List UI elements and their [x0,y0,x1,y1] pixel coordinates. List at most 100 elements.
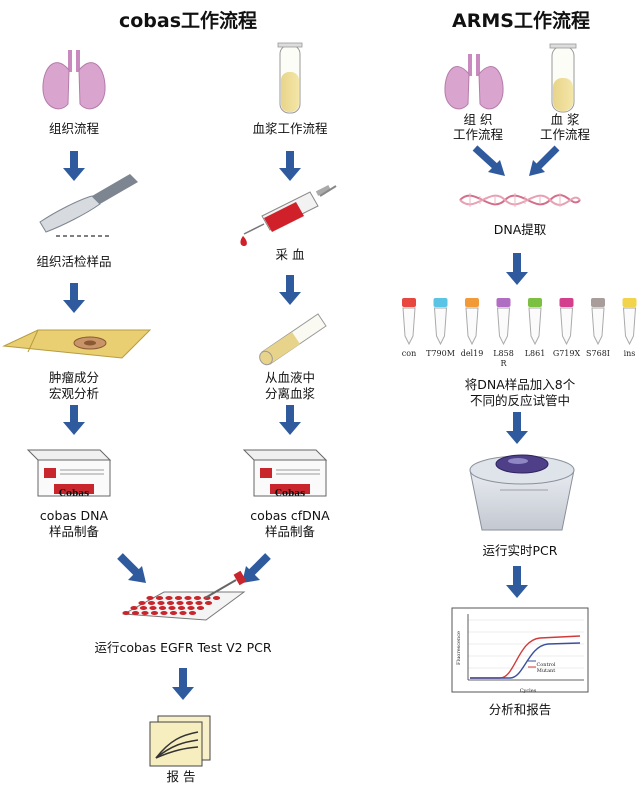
kit-brand: Cobas [58,489,90,499]
reaction-tube [433,298,448,346]
plate-well [149,606,157,610]
tumor-label-1: 肿瘤成分 [48,370,100,385]
flow-arrow [534,145,560,171]
plate-well [196,606,205,610]
reaction-tube [622,298,637,346]
cobas-title: cobas工作流程 [118,10,258,32]
arms-plasma-label-1: 血 浆 [550,112,580,127]
kit-brand: Cobas [274,489,306,499]
plate-well [187,606,195,610]
plate-well [188,611,197,615]
plasma-workflow-label: 血浆工作流程 [252,121,328,136]
load-label-2: 不同的反应试管中 [469,393,571,408]
tube-label: S768I [586,349,610,358]
flow-arrow-head [488,160,505,176]
reaction-tube [465,298,479,346]
tube-cap [622,298,637,307]
plate-well [169,611,178,615]
arms-plasma-label-2: 工作流程 [539,127,591,142]
plate-well [141,611,149,615]
plate-well [146,596,154,600]
flow-arrow [117,553,141,577]
plot-ylabel: Fluorescence [456,631,462,665]
plate-well [150,611,159,615]
plate-well [177,606,186,610]
cfdna-prep-label-1: cobas cfDNA [250,508,330,523]
tube-label-line2: R [500,359,507,368]
tube-cap [591,298,605,307]
load-label-1: 将DNA样品加入8个 [464,377,576,392]
tube-cap [528,298,542,307]
tube-label: del19 [460,349,484,358]
plate-well [193,596,202,600]
reaction-tube [559,298,574,346]
reaction-tubes [402,298,637,346]
plate-well [155,596,164,600]
blood-draw-label: 采 血 [275,247,305,262]
tube-body [433,307,448,346]
plasma-tube-icon [277,42,303,114]
plate-well [165,596,173,600]
plate-well [185,601,194,605]
report-icon [149,715,211,767]
arms-title: ARMS工作流程 [452,10,590,32]
reaction-tube [591,298,605,346]
separate-label-1: 从血液中 [264,370,316,385]
dna-prep-label-1: cobas DNA [39,508,109,523]
lungs-icon [42,50,106,110]
flow-arrow-head [242,566,260,583]
lungs-icon [444,54,504,110]
arms-pcr-label: 运行实时PCR [482,543,558,558]
plot-xlabel: Cycles [519,688,537,694]
amplification-plot [451,607,589,693]
plate-well [139,606,148,610]
separate-label-2: 分离血浆 [264,386,316,401]
tube-label: L858 [493,349,514,358]
tube-cap [402,298,416,307]
plate-well [122,611,130,615]
arms-tissue-label-1: 组 织 [463,112,493,127]
reaction-tube [402,298,416,346]
plate-well [157,601,165,605]
cfdna-kit-icon [242,449,328,497]
dna-helix-icon [459,193,581,207]
plate-well [166,601,175,605]
tube-label: G719X [552,349,581,358]
plate-well [131,611,140,615]
pcr-machine-icon [469,454,575,531]
tube-body [591,307,605,346]
plate-well [174,596,183,600]
flow-arrow-head [128,566,146,583]
tissue-workflow-label: 组织流程 [48,121,100,136]
plate-well [168,606,176,610]
tube-cap [465,298,479,307]
tube-label: T790M [426,349,455,358]
tube-label: con [401,349,417,358]
plate-well [204,601,213,605]
plate-well [184,596,192,600]
pcr-plate-icon [122,570,247,621]
tube-label: L861 [524,349,546,358]
tube-label: ins [623,349,636,358]
flow-arrow-head [529,160,545,176]
dna-prep-label-2: 样品制备 [48,524,100,539]
flow-arrow [63,151,528,700]
arms-tissue-label-2: 工作流程 [452,127,504,142]
dna-extract-label: DNA提取 [493,222,547,237]
tube-body [559,307,574,346]
plate-well [160,611,168,615]
report-label: 报 告 [166,769,196,784]
plate-well [130,606,138,610]
scalpel-icon [39,174,138,237]
analysis-label: 分析和报告 [488,702,552,717]
tube-cap [559,298,574,307]
tube-body [622,307,637,346]
tissue-slide-icon [2,329,152,359]
plate-well [138,601,146,605]
plasma-tube-icon [549,43,577,113]
plate-well [212,596,221,600]
plate-well [147,601,156,605]
tube-body [465,307,479,346]
